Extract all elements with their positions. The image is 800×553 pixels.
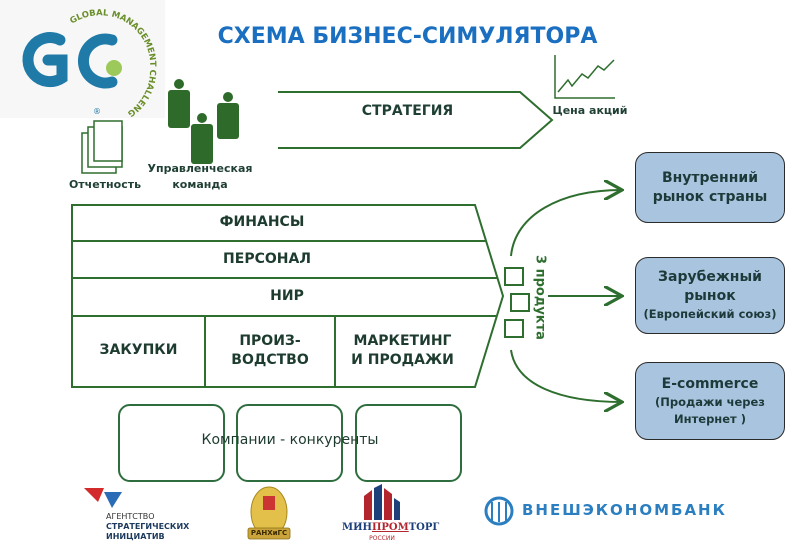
gmc-logo: GLOBAL MANAGEMENT CHALLENGE ® <box>0 0 165 118</box>
row-finance: ФИНАНСЫ <box>219 214 305 230</box>
products-label: 3 продукта <box>532 255 548 340</box>
cell-marketing-2: И ПРОДАЖИ <box>351 352 454 368</box>
market-foreign-note: (Европейский союз) <box>643 307 777 321</box>
documents-icon <box>81 120 123 174</box>
market-ecommerce-note2: Интернет ) <box>674 411 746 426</box>
market-foreign-line1: Зарубежный <box>658 269 762 285</box>
row-personnel: ПЕРСОНАЛ <box>223 251 311 267</box>
ranepa-emblem-graphic <box>247 486 291 540</box>
veb-logo: ВНЕШЭКОНОМБАНК <box>482 494 742 528</box>
competitor-box-3 <box>355 404 462 482</box>
reports-label: Отчетность <box>68 178 142 191</box>
asi-line1: АГЕНТСТВО <box>106 512 155 521</box>
market-domestic-line1: Внутренний <box>661 169 759 186</box>
minpromtorg-logo: МИНПРОМТОРГ РОССИИ <box>342 484 439 544</box>
strategy-arrow <box>278 91 554 149</box>
share-price-chart-icon <box>554 55 615 99</box>
team-label-line2: команда <box>172 178 228 191</box>
competitors-label: Компании - конкуренты <box>201 432 379 448</box>
minpromtorg-part3: ТОРГ <box>408 522 440 533</box>
market-ecommerce-note: (Продажи через <box>655 394 765 409</box>
cell-marketing-1: МАРКЕТИНГ <box>353 333 452 349</box>
veb-mark <box>484 496 514 526</box>
minpromtorg-part1: МИН <box>342 522 372 533</box>
asi-line2: СТРАТЕГИЧЕСКИХ <box>106 522 190 531</box>
ranepa-label: РАНХиГС <box>250 529 288 537</box>
market-foreign: Зарубежный рынок (Европейский союз) <box>635 257 785 334</box>
market-arrows <box>510 190 622 402</box>
market-domestic-line2: рынок страны <box>652 188 768 205</box>
share-price-label: Цена акций <box>552 104 628 117</box>
registered-mark: ® <box>93 107 101 116</box>
minpromtorg-part2: ПРОМ <box>371 522 409 533</box>
minpromtorg-sub: РОССИИ <box>369 535 395 542</box>
market-foreign-line2: рынок <box>684 288 736 304</box>
competitor-box-1 <box>118 404 225 482</box>
team-label-line1: Управленческая <box>147 162 253 175</box>
people-icon <box>168 79 239 164</box>
gmc-logo-graphic: GLOBAL MANAGEMENT CHALLENGE ® <box>0 0 157 118</box>
competitor-box-2 <box>236 404 343 482</box>
asi-logo-mark <box>84 488 122 508</box>
market-domestic: Внутренний рынок страны <box>635 152 785 223</box>
strategy-label: СТРАТЕГИЯ <box>361 103 454 119</box>
minpromtorg-mark <box>364 484 400 520</box>
cell-purchasing: ЗАКУПКИ <box>99 342 178 358</box>
market-ecommerce-line1: E-commerce <box>661 375 759 392</box>
product-squares <box>504 267 530 338</box>
veb-text: ВНЕШЭКОНОМБАНК <box>522 501 727 519</box>
cell-production-2: ВОДСТВО <box>231 352 309 368</box>
asi-line3: ИНИЦИАТИВ <box>106 532 165 541</box>
cell-production-1: ПРОИЗ- <box>239 333 301 349</box>
asi-logo: АГЕНТСТВО СТРАТЕГИЧЕСКИХ ИНИЦИАТИВ <box>82 484 212 544</box>
minpromtorg-text: МИНПРОМТОРГ <box>342 522 439 533</box>
market-ecommerce: E-commerce (Продажи через Интернет ) <box>635 362 785 440</box>
ranepa-emblem: РАНХиГС <box>246 484 292 544</box>
page-title: СХЕМА БИЗНЕС-СИМУЛЯТОРА <box>217 24 598 49</box>
row-rnd: НИР <box>270 288 304 304</box>
